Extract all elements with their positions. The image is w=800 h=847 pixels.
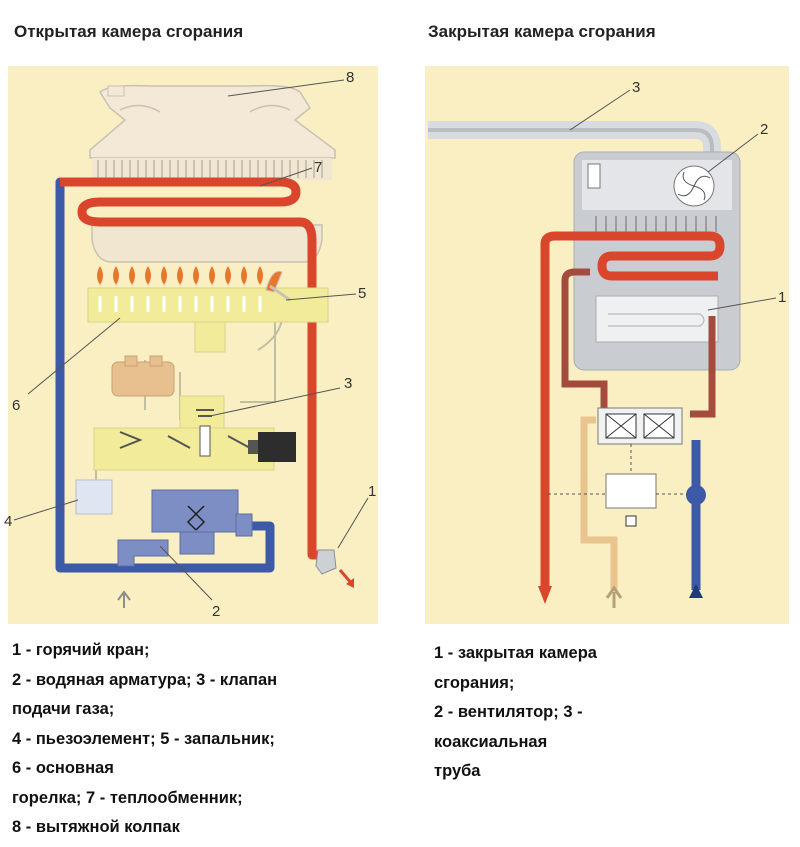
heat-exchanger-fins xyxy=(92,158,332,180)
left-legend-line: подачи газа; xyxy=(12,700,115,718)
control-box xyxy=(605,473,657,509)
callout-5: 5 xyxy=(358,285,366,302)
gas-in-arrow xyxy=(605,585,623,608)
cold-water-in-arrow xyxy=(689,584,703,598)
right-legend: 1 - закрытая камера сгорания; 2 - вентил… xyxy=(434,639,597,787)
left-legend-line: 6 - основная xyxy=(12,759,114,777)
open-chamber-diagram: 8 7 5 3 6 4 1 2 xyxy=(4,69,376,620)
callout-1: 1 xyxy=(368,483,376,500)
callout-8: 8 xyxy=(346,69,354,86)
right-legend-line: коаксиальная xyxy=(434,732,548,751)
hot-water-tap xyxy=(315,549,337,575)
heat-exchanger-coil xyxy=(60,177,325,560)
right-callout-1: 1 xyxy=(778,289,786,306)
gas-valve xyxy=(93,355,296,471)
left-legend: 1 - горячий кран; 2 - водяная арматура; … xyxy=(12,636,277,843)
cold-water-inlet-arrow xyxy=(117,590,131,608)
left-diagram-title: Открытая камера сгорания xyxy=(14,22,244,41)
right-legend-line: 2 - вентилятор; 3 - xyxy=(434,703,583,721)
piezo-element xyxy=(75,479,113,515)
right-legend-line: сгорания; xyxy=(434,673,515,692)
right-callout-3: 3 xyxy=(632,79,640,96)
right-callout-2: 2 xyxy=(760,121,768,138)
right-legend-line: труба xyxy=(434,762,481,780)
left-legend-line: 4 - пьезоэлемент; 5 - запальник; xyxy=(12,729,275,748)
right-diagram-title: Закрытая камера сгорания xyxy=(428,22,656,41)
left-legend-line: горелка; 7 - теплообменник; xyxy=(12,788,243,807)
callout-3: 3 xyxy=(344,375,352,392)
hot-water-out-arrow-right xyxy=(538,586,552,604)
closed-gas-pipe xyxy=(580,416,618,590)
closed-burner xyxy=(595,295,719,343)
callout-4: 4 xyxy=(4,513,12,530)
burner-flames xyxy=(97,266,263,285)
left-legend-line: 2 - водяная арматура; 3 - клапан xyxy=(12,670,278,689)
closed-heat-exchanger-fins xyxy=(595,216,717,232)
right-legend-line: 1 - закрытая камера xyxy=(434,644,597,662)
water-armature xyxy=(117,489,253,567)
callout-2: 2 xyxy=(212,603,220,620)
callout-6: 6 xyxy=(12,397,20,414)
callout-7: 7 xyxy=(314,159,322,176)
draft-hood xyxy=(89,84,336,159)
combustion-chamber xyxy=(91,224,323,263)
main-burner xyxy=(87,287,329,353)
closed-chamber-diagram: 3 2 1 xyxy=(428,79,786,608)
hot-water-pipe xyxy=(540,231,725,590)
left-legend-line: 8 - вытяжной колпак xyxy=(12,818,180,836)
left-legend-line: 1 - горячий кран; xyxy=(12,641,150,659)
